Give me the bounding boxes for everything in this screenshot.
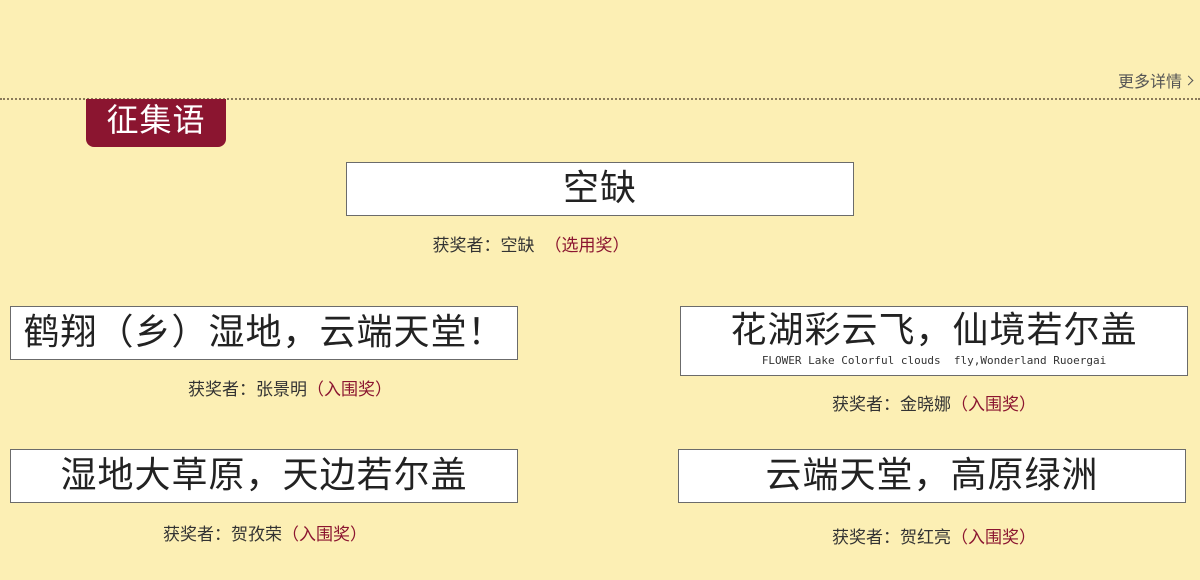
slogan-text: 花湖彩云飞，仙境若尔盖 <box>730 310 1138 351</box>
winner-line-left-2: 获奖者：贺孜荣（入围奖） <box>10 520 520 545</box>
winner-name: 金晓娜 <box>900 395 951 415</box>
slogan-text: 湿地大草原，天边若尔盖 <box>60 455 468 496</box>
award-label: （入围奖） <box>307 380 392 400</box>
more-details-link[interactable]: 更多详情 <box>1117 68 1194 92</box>
winner-line-right-2: 获奖者：贺红亮（入围奖） <box>678 523 1190 548</box>
winner-prefix: 获奖者： <box>163 525 231 545</box>
slogan-card-right-1: 花湖彩云飞，仙境若尔盖 FLOWER Lake Colorful clouds … <box>680 306 1188 376</box>
slogan-text: 云端天堂，高原绿洲 <box>765 455 1099 496</box>
winner-line-left-1: 获奖者：张景明（入围奖） <box>10 375 570 400</box>
dotted-divider <box>0 98 1200 100</box>
chevron-right-icon <box>1183 75 1194 86</box>
slogan-card-right-2: 云端天堂，高原绿洲 <box>678 449 1186 503</box>
award-label: （入围奖） <box>951 395 1036 415</box>
award-label: （选用奖） <box>544 236 630 256</box>
slogan-subtitle: FLOWER Lake Colorful clouds fly,Wonderla… <box>761 354 1107 367</box>
winner-name: 贺红亮 <box>900 528 951 548</box>
winner-line-right-1: 获奖者：金晓娜（入围奖） <box>680 390 1188 415</box>
section-title-badge: 征集语 <box>86 99 226 147</box>
winner-line-top: 获奖者：空缺 （选用奖） <box>346 231 716 256</box>
winner-prefix: 获奖者： <box>432 236 501 256</box>
winner-prefix: 获奖者： <box>188 380 256 400</box>
winner-prefix: 获奖者： <box>832 528 900 548</box>
slogan-text: 鹤翔（乡）湿地，云端天堂！ <box>23 312 505 353</box>
winner-prefix: 获奖者： <box>832 395 900 415</box>
slogan-card-left-1: 鹤翔（乡）湿地，云端天堂！ <box>10 306 518 360</box>
winner-name: 空缺 <box>500 236 535 256</box>
slogan-card-left-2: 湿地大草原，天边若尔盖 <box>10 449 518 503</box>
winner-name: 张景明 <box>256 380 307 400</box>
slogan-text: 空缺 <box>562 168 637 209</box>
more-details-label: 更多详情 <box>1117 72 1182 91</box>
slogan-card-top: 空缺 <box>346 162 854 216</box>
award-label: （入围奖） <box>951 528 1036 548</box>
winner-name: 贺孜荣 <box>231 525 282 545</box>
award-label: （入围奖） <box>282 525 367 545</box>
